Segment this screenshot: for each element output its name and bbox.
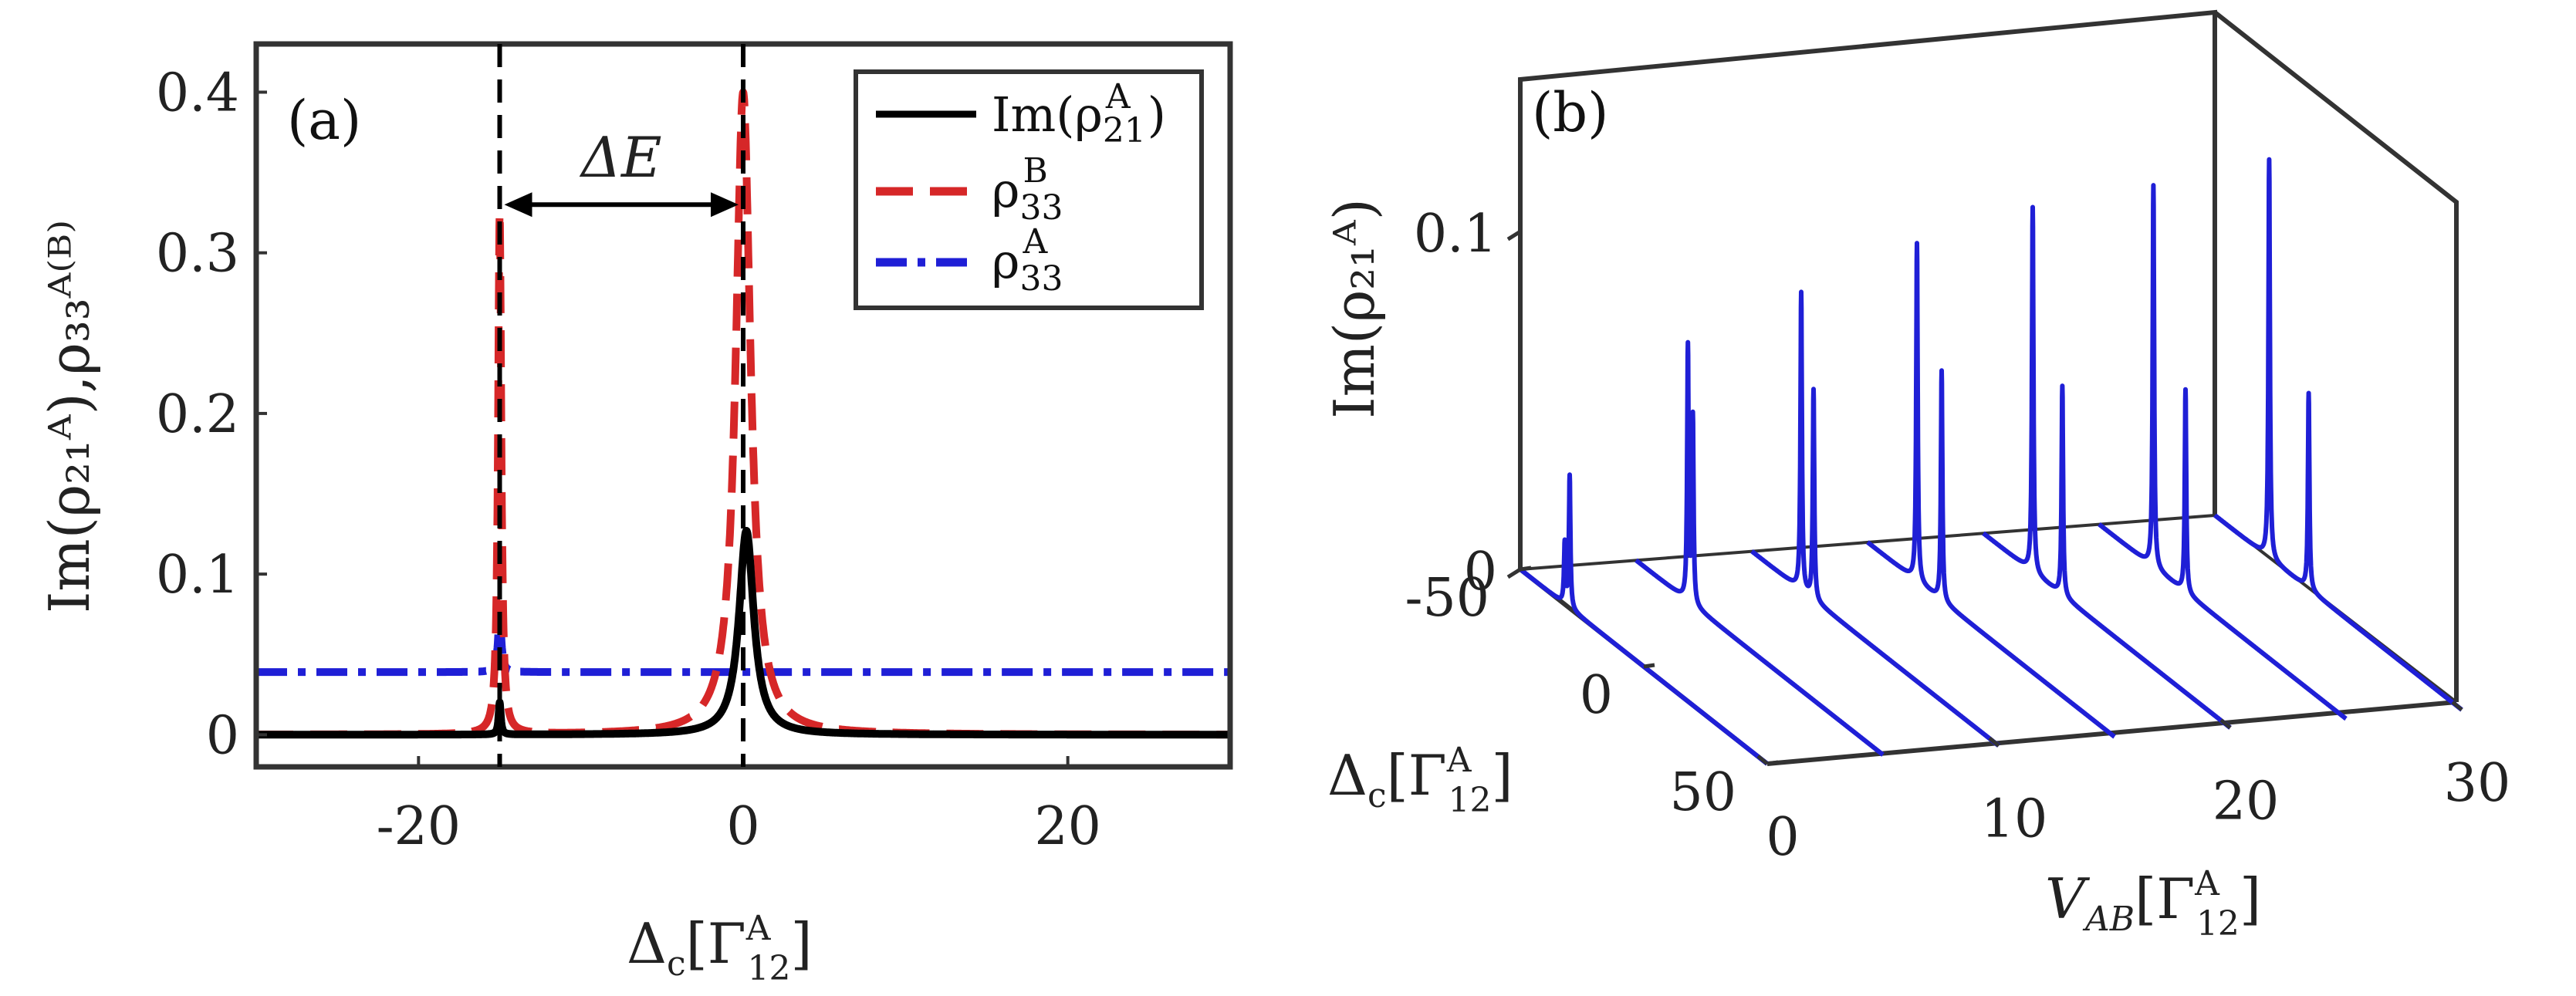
trace-V-30 xyxy=(2213,157,2464,712)
panel-a-x-ticks: -20 0 20 xyxy=(377,756,1101,857)
v-tick-mark xyxy=(2451,701,2463,711)
x-tick-label: -20 xyxy=(377,796,461,857)
trace-V-20 xyxy=(1981,204,2233,731)
trace-V-10 xyxy=(1749,289,2001,748)
v-tick-mark xyxy=(2219,718,2232,730)
panel-b-z-axis-label: Im(ρ₂₁ᴬ) xyxy=(1322,198,1387,419)
panel-a-vertical-lines xyxy=(497,44,745,767)
legend-entry-rho33-b: ρ33B xyxy=(992,151,1063,228)
z-tick-mark xyxy=(1506,229,1522,241)
series-rho33_A xyxy=(252,610,1234,677)
legend-entry-im-rho21: Im(ρ21A) xyxy=(992,77,1166,150)
z-tick-mark xyxy=(1506,567,1522,579)
delta-tick-mark xyxy=(1520,566,1532,572)
v-tick-label: 10 xyxy=(1981,789,2048,850)
z-tick-label: 0 xyxy=(1464,542,1497,603)
panel-a: 0 0.1 0.2 0.3 0.4 -20 0 20 ΔE (a) Im(ρ21A) ρ33… xyxy=(37,41,1234,988)
panel-b-traces xyxy=(1518,157,2464,766)
legend-entry-rho33-a: ρ33A xyxy=(992,222,1063,299)
y-tick-label: 0 xyxy=(206,705,239,766)
panel-b-back-wall-right xyxy=(2213,10,2459,702)
trace-V-15 xyxy=(1865,241,2117,739)
trace-V-25 xyxy=(2097,183,2348,721)
delta-tick-label: 50 xyxy=(1669,762,1736,823)
panel-a-y-ticks: 0 0.1 0.2 0.3 0.4 xyxy=(156,62,267,766)
x-tick-label: 0 xyxy=(726,796,759,857)
panel-a-label: (a) xyxy=(287,89,361,152)
v-tick-mark xyxy=(1988,736,2000,748)
v-tick-label: 0 xyxy=(1766,807,1799,868)
delta-tick-mark xyxy=(1766,760,1779,766)
panel-a-y-axis-label: Im(ρ₂₁ᴬ),ρ₃₃ᴬ⁽ᴮ⁾ xyxy=(37,220,102,613)
delta-tick-label: -50 xyxy=(1405,568,1489,629)
delta-e-label: ΔE xyxy=(579,125,662,190)
y-tick-label: 0.1 xyxy=(156,545,239,606)
v-tick-mark xyxy=(1756,755,1769,765)
trace-V-0 xyxy=(1518,472,1770,766)
delta-tick-label: 0 xyxy=(1580,665,1613,726)
panel-b-label: (b) xyxy=(1532,81,1608,144)
x-tick-label: 20 xyxy=(1034,796,1101,857)
trace-V-5 xyxy=(1634,339,1885,758)
panel-b-back-wall-left xyxy=(1518,9,2217,569)
y-tick-label: 0.2 xyxy=(156,384,239,445)
delta-e-annotation: ΔE xyxy=(504,125,739,218)
v-tick-label: 20 xyxy=(2213,771,2280,832)
v-tick-label: 30 xyxy=(2444,753,2511,814)
z-tick-label: 0.1 xyxy=(1414,204,1497,265)
y-tick-label: 0.3 xyxy=(156,224,239,285)
delta-tick-mark xyxy=(1643,663,1655,669)
panel-a-legend: Im(ρ21A) ρ33B ρ33A xyxy=(854,69,1204,310)
y-tick-label: 0.4 xyxy=(156,62,239,123)
